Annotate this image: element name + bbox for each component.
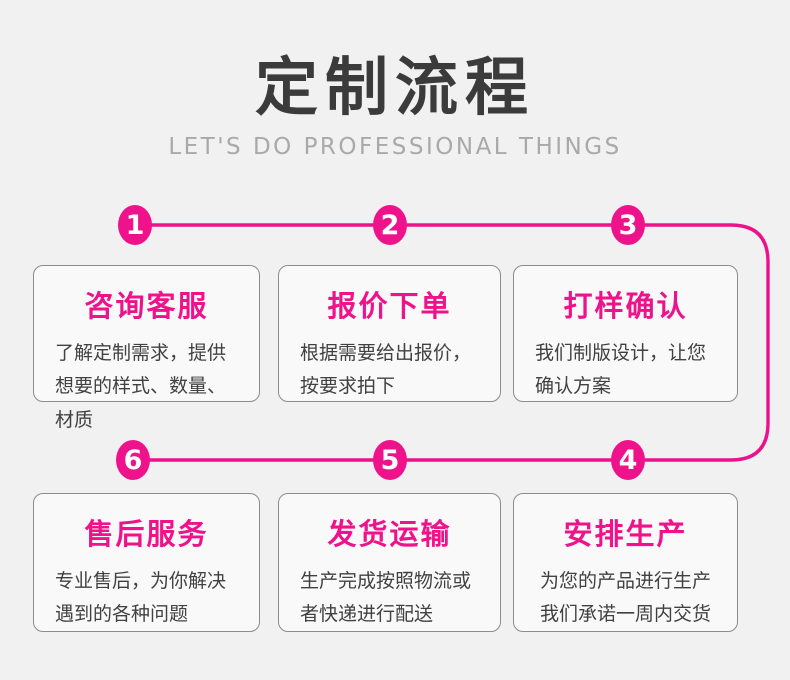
step-card-desc: 了解定制需求，提供想要的样式、数量、材质 [55,342,227,431]
step-card-desc: 为您的产品进行生产 我们承诺一周内交货 [539,570,711,626]
step-number: 2 [380,209,400,241]
step-card-consult: 咨询客服 了解定制需求，提供想要的样式、数量、材质 [33,265,260,431]
step-badge-4: 4 [611,440,645,480]
step-card-desc: 专业售后，为你解决遇到的各种问题 [55,570,227,626]
step-card-title: 咨询客服 [84,289,209,323]
step-card-quote-order: 报价下单 根据需要给出报价，按要求拍下 [278,265,501,402]
step-card-desc: 根据需要给出报价，按要求拍下 [300,342,472,398]
step-badge-5: 5 [373,440,407,480]
step-badge-1: 1 [118,205,152,245]
page-subtitle: LET'S DO PROFESSIONAL THINGS [168,134,622,161]
step-card-production: 安排生产 为您的产品进行生产 我们承诺一周内交货 [513,493,738,632]
step-card-sample-confirm: 打样确认 我们制版设计，让您确认方案 [513,265,738,402]
step-number: 5 [380,444,400,476]
step-card-desc: 我们制版设计，让您确认方案 [535,342,707,398]
step-badge-3: 3 [611,205,645,245]
step-card-title: 打样确认 [563,289,688,323]
step-number: 6 [123,444,143,476]
step-card-after-sales: 售后服务 专业售后，为你解决遇到的各种问题 [33,493,260,632]
step-badge-6: 6 [116,440,150,480]
step-card-desc: 生产完成按照物流或者快递进行配送 [300,570,472,626]
page-title: 定制流程 [255,51,535,124]
header: 定制流程 LET'S DO PROFESSIONAL THINGS [0,51,790,161]
step-card-title: 报价下单 [327,289,452,323]
step-badge-2: 2 [373,205,407,245]
step-card-title: 发货运输 [327,517,452,551]
step-number: 4 [618,444,638,476]
step-card-title: 安排生产 [563,517,688,551]
step-number: 1 [125,209,145,241]
step-card-title: 售后服务 [84,517,209,551]
step-card-shipping: 发货运输 生产完成按照物流或者快递进行配送 [278,493,501,632]
step-number: 3 [618,209,638,241]
